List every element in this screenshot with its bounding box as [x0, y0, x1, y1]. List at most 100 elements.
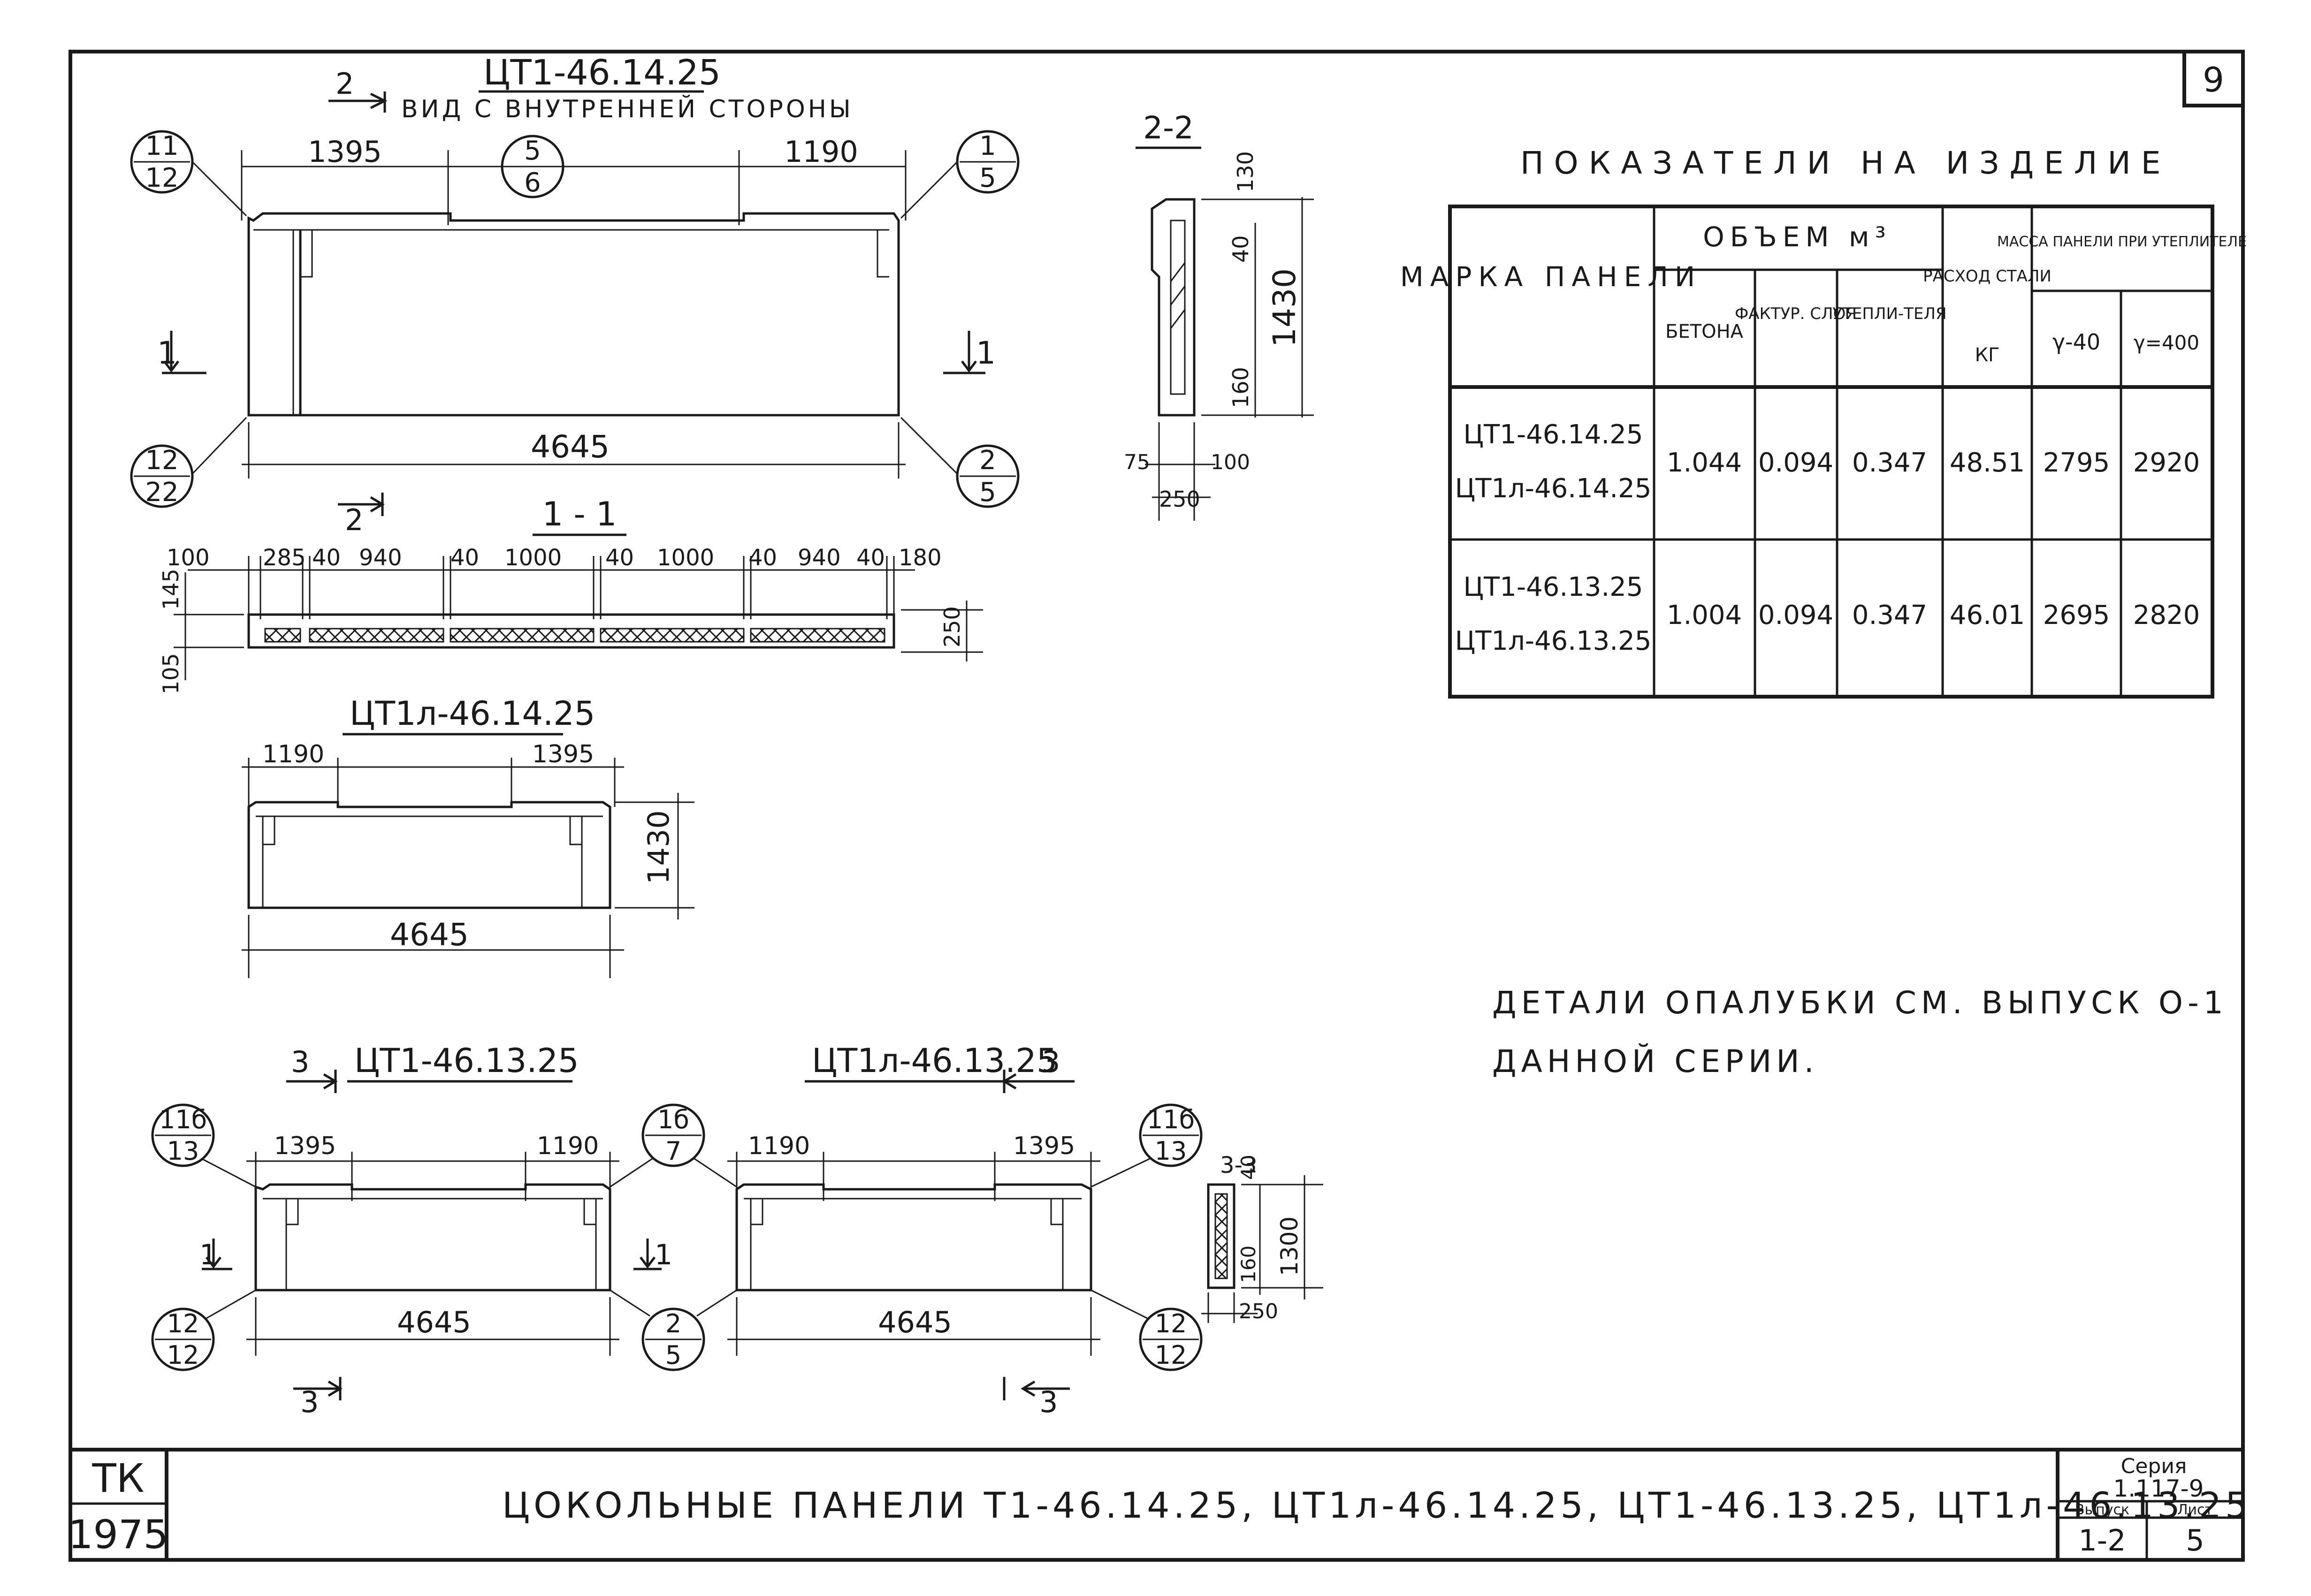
bubble-top-right: 11б 13 — [1091, 1103, 1203, 1188]
view-section-mark: 3 — [1042, 1045, 1060, 1079]
bubble-bottom-right: 12 12 — [1091, 1289, 1203, 1371]
dim-left: 1190 — [748, 1132, 810, 1160]
section-3-3: 3-3 40 1300 160 250 — [1201, 1152, 1323, 1323]
bubble-mid: 5 6 — [501, 135, 564, 198]
svg-text:11: 11 — [145, 131, 178, 161]
dim-40: 40 — [1237, 1155, 1260, 1180]
dim-1-1: 40 — [748, 545, 777, 571]
svg-text:12: 12 — [1155, 1340, 1187, 1370]
row2-mark-a: ЦТ1-46.13.25 — [1464, 572, 1643, 602]
dim-40: 40 — [1228, 235, 1253, 263]
dim-1300: 1300 — [1276, 1216, 1303, 1276]
row1-mass1: 2795 — [2043, 448, 2110, 478]
view-main-caption: ВИД С ВНУТРЕННЕЙ СТОРОНЫ — [401, 95, 854, 123]
svg-text:12: 12 — [167, 1340, 199, 1370]
header-gamma1: γ-40 — [2052, 329, 2100, 355]
row2-facing: 0.094 — [1758, 600, 1833, 631]
dim-total: 4645 — [397, 1305, 471, 1339]
section-mark-right: 1 — [655, 1239, 672, 1271]
svg-text:22: 22 — [145, 477, 178, 508]
row2-mark-b: ЦТ1л-46.13.25 — [1455, 626, 1652, 656]
section-mark-bottom: 2 — [345, 503, 363, 537]
header-mark: МАРКА ПАНЕЛИ — [1400, 261, 1702, 293]
dim-left: 1190 — [262, 740, 324, 768]
row2-mass2: 2820 — [2133, 600, 2200, 631]
panel-outline — [735, 1183, 1092, 1292]
svg-text:12: 12 — [167, 1309, 199, 1338]
dim-right: 1190 — [784, 135, 858, 169]
section-1-1-title: 1 - 1 — [542, 495, 617, 533]
header-concrete: БЕТОНА — [1665, 321, 1744, 342]
row1-concrete: 1.044 — [1667, 448, 1742, 478]
note-line1: ДЕТАЛИ ОПАЛУБКИ СМ. ВЫПУСК О-1 — [1492, 985, 2228, 1021]
header-facing: ФАКТУР. СЛОЯ — [1735, 304, 1857, 323]
svg-text:6: 6 — [524, 167, 541, 198]
row1-insulation: 0.347 — [1852, 448, 1927, 478]
dim-250: 250 — [1159, 486, 1200, 512]
dim-160: 160 — [1228, 367, 1253, 408]
row1-steel: 48.51 — [1950, 448, 2025, 478]
dim-height: 1430 — [641, 810, 676, 884]
row2-steel: 46.01 — [1950, 600, 2025, 631]
dim-250: 250 — [1239, 1300, 1278, 1323]
svg-text:12: 12 — [145, 445, 178, 476]
row1-mark-b: ЦТ1л-46.14.25 — [1455, 473, 1652, 504]
dim-130: 130 — [1233, 151, 1258, 192]
sheet-number: 9 — [2203, 60, 2224, 99]
dim-1-1: 285 — [263, 545, 306, 571]
section-3-3-title: 3-3 — [1220, 1152, 1257, 1178]
row2-mass1: 2695 — [2043, 600, 2110, 631]
row2-concrete: 1.004 — [1667, 600, 1742, 631]
svg-text:1б: 1б — [657, 1105, 689, 1134]
section-1-1-outline — [247, 613, 895, 649]
view-section-mark: 3 — [291, 1045, 309, 1079]
view-main-section-mark: 2 — [336, 67, 354, 101]
note-line2: ДАННОЙ СЕРИИ. — [1492, 1043, 1819, 1079]
section-arrow — [328, 91, 388, 113]
header-volume: ОБЪЕМ м³ — [1703, 221, 1892, 253]
panel-outline — [254, 1183, 611, 1292]
title-block: ТК 1975 ЦОКОЛЬНЫЕ ПАНЕЛИ Т1-46.14.25, ЦТ… — [68, 1448, 2248, 1560]
bubble-bottom-right: 2 5 — [900, 417, 1020, 508]
row1-mass2: 2920 — [2133, 448, 2200, 478]
dim-1-1: 40 — [312, 545, 341, 571]
issue-label: Выпуск — [2075, 1502, 2129, 1518]
dim-1430: 1430 — [1266, 268, 1303, 347]
section-3-3-outline — [1207, 1183, 1236, 1289]
view-46-13-right: ЦТ1л-46.13.25 3 1190 1395 4645 3 1б 7 — [610, 1041, 1203, 1419]
section-arrow-right — [943, 331, 985, 374]
sheet-number-box — [2182, 50, 2245, 107]
panel-notch — [300, 229, 313, 278]
org-bottom: 1975 — [68, 1512, 168, 1558]
panel-outline — [247, 801, 611, 909]
note: ДЕТАЛИ ОПАЛУБКИ СМ. ВЫПУСК О-1 ДАННОЙ СЕ… — [1492, 985, 2228, 1079]
dim-1-1: 40 — [450, 545, 479, 571]
dim-160: 160 — [1237, 1246, 1260, 1283]
bubble-bottom-mid: 2 5 — [610, 1289, 737, 1371]
dim-right: 1395 — [532, 740, 594, 768]
view-mark: ЦТ1-46.13.25 — [354, 1041, 579, 1080]
bubble-bottom-left: 12 22 — [130, 417, 247, 508]
svg-text:7: 7 — [665, 1136, 681, 1166]
section-mark-bottom: 3 — [300, 1385, 319, 1419]
sheet-value: 5 — [2186, 1523, 2204, 1558]
dim-250-right: 250 — [939, 606, 965, 647]
section-2-2: 2-2 130 40 1430 160 75 100 250 — [1124, 110, 1314, 521]
indicators-table: ПОКАЗАТЕЛИ НА ИЗДЕЛИЕ МАРКА ПАНЕЛИ ОБЪЕМ… — [1400, 145, 2247, 699]
row2-insulation: 0.347 — [1852, 600, 1927, 631]
indicators-title: ПОКАЗАТЕЛИ НА ИЗДЕЛИЕ — [1520, 145, 2171, 181]
dim-1-1: 100 — [167, 545, 210, 571]
sheet-label: Лист — [2177, 1502, 2213, 1518]
header-insulation: УТЕПЛИ-ТЕЛЯ — [1832, 304, 1946, 323]
svg-text:11б: 11б — [1147, 1105, 1195, 1134]
series-label: Серия — [2121, 1454, 2187, 1478]
svg-text:5: 5 — [665, 1340, 681, 1370]
section-2-2-core — [1170, 220, 1186, 395]
row1-mark-a: ЦТ1-46.14.25 — [1464, 419, 1643, 450]
dim-total: 4645 — [390, 917, 469, 953]
section-2-2-title: 2-2 — [1143, 110, 1194, 146]
dim-1-1: 1000 — [504, 545, 562, 571]
dim-100: 100 — [1211, 450, 1250, 474]
section-2-2-outline — [1151, 198, 1196, 417]
